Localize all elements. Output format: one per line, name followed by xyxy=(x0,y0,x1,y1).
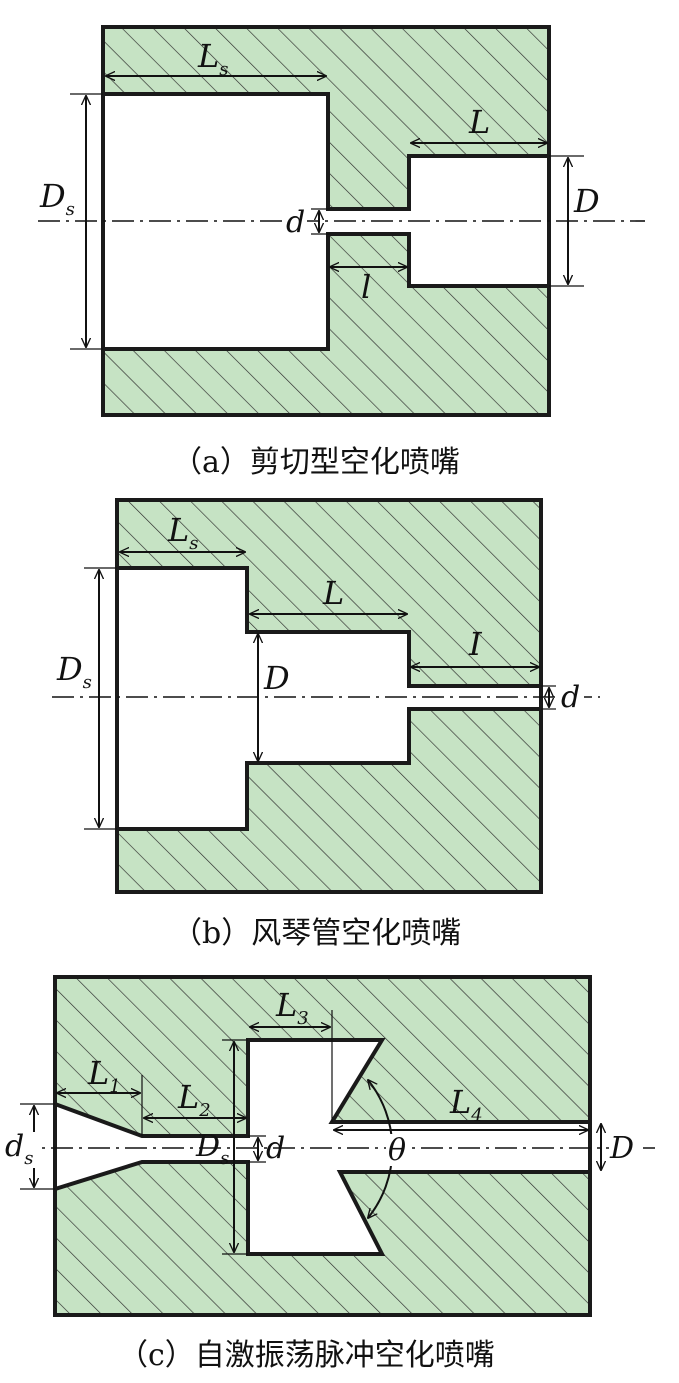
panel-c-label-d: d xyxy=(266,1131,285,1166)
panel-a-label-l: l xyxy=(361,268,371,306)
panel-c-label-L4: L4 xyxy=(449,1083,483,1126)
panel-c-bore xyxy=(53,1038,592,1256)
panel-b-label-L: L xyxy=(322,574,344,612)
panel-c-label-theta: θ xyxy=(388,1133,406,1168)
panel-a-caption: （a）剪切型空化喷嘴 xyxy=(172,445,460,480)
panel-c-label-L1: L1 xyxy=(87,1054,121,1097)
panel-a-label-Ls: Ls xyxy=(197,37,229,80)
panel-b-label-Ds: Ds xyxy=(56,650,92,693)
panel-c-label-Ds: Ds xyxy=(195,1129,229,1169)
panel-a-label-Ds: Ds xyxy=(39,177,75,220)
panel-c-label-L2: L2 xyxy=(177,1078,211,1121)
panel-c: L1 L2 L3 L4 ds Ds d D θ （ xyxy=(4,975,655,1373)
panel-a-label-d: d xyxy=(286,205,305,240)
panel-b-label-Ls: Ls xyxy=(167,511,199,554)
panel-b-label-d: d xyxy=(561,680,580,715)
panel-b: Ls L I Ds D d （b）风琴管空化喷嘴 xyxy=(52,498,600,951)
panel-a-label-D: D xyxy=(573,182,600,220)
panel-a: Ls L Ds D d l （a）剪切型空化喷嘴 xyxy=(38,25,645,480)
panel-c-label-D: D xyxy=(609,1131,634,1166)
panel-b-caption: （b）风琴管空化喷嘴 xyxy=(172,916,461,951)
panel-b-label-I: I xyxy=(468,625,483,663)
panel-c-label-ds: ds xyxy=(5,1129,33,1169)
panel-b-label-D: D xyxy=(263,659,290,697)
panel-c-caption: （c）自激振荡脉冲空化喷嘴 xyxy=(118,1338,495,1373)
panel-a-label-L: L xyxy=(468,103,490,141)
panel-c-label-L3: L3 xyxy=(275,986,309,1029)
